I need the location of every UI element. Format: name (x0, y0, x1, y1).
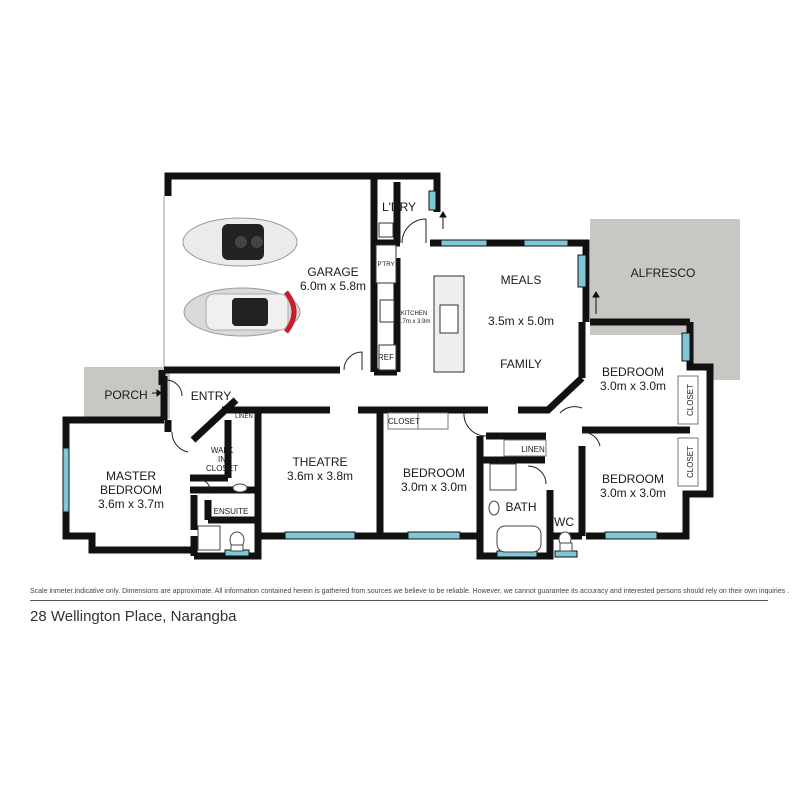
pantry-label: P'TRY (377, 262, 394, 268)
bedroom-mid-size: 3.0m x 3.0m (401, 480, 467, 494)
sliding-door-arrows (152, 211, 600, 397)
garage-size: 6.0m x 5.8m (300, 279, 366, 293)
theatre-label: THEATRE (292, 455, 347, 469)
linen-small-label: LINEN (235, 414, 253, 420)
entry-label: ENTRY (191, 389, 231, 403)
wic-label-2: IN (218, 455, 226, 464)
wc-label: WC (554, 515, 574, 529)
master-label-2: BEDROOM (100, 483, 162, 497)
alfresco-area (590, 219, 740, 380)
closet-mid-label: CLOSET (388, 417, 420, 426)
windows (62, 190, 691, 558)
bedroom-mid-label: BEDROOM (403, 466, 465, 480)
bedroom-top-size: 3.0m x 3.0m (600, 379, 666, 393)
closet-rails (387, 375, 699, 487)
garage-label: GARAGE (307, 265, 358, 279)
car-hatchback (183, 287, 301, 337)
ensuite-label: ENSUITE (214, 507, 249, 516)
meals-label: MEALS (501, 273, 542, 287)
laundry-label: L'DRY (382, 200, 416, 214)
porch-label: PORCH (104, 388, 147, 402)
disclaimer-text: Scale inmeter.Indicative only. Dimension… (30, 588, 790, 595)
closet-bottom-label: CLOSET (686, 446, 695, 478)
property-address: 28 Wellington Place, Narangba (30, 608, 237, 625)
kitchen-fixtures (375, 222, 465, 373)
family-label: FAMILY (500, 357, 542, 371)
car-convertible (182, 217, 298, 267)
bedroom-bottom-label: BEDROOM (602, 472, 664, 486)
kitchen-size: 2.7m x 3.9m (397, 319, 430, 325)
bathroom-fixtures (197, 463, 573, 553)
door-swings (165, 218, 601, 491)
closet-top-label: CLOSET (686, 384, 695, 416)
kitchen-label: KITCHEN (401, 311, 427, 317)
meals-size: 3.5m x 5.0m (488, 314, 554, 328)
bath-label: BATH (505, 500, 536, 514)
bedroom-bottom-size: 3.0m x 3.0m (600, 486, 666, 500)
master-size: 3.6m x 3.7m (98, 497, 164, 511)
alfresco-label: ALFRESCO (631, 266, 696, 280)
wic-label-3: CLOSET (206, 464, 238, 473)
divider-line (30, 600, 768, 601)
theatre-size: 3.6m x 3.8m (287, 469, 353, 483)
ref-label: REF (378, 353, 394, 362)
bedroom-top-label: BEDROOM (602, 365, 664, 379)
wic-label: WALK (211, 446, 234, 455)
linen-label: LINEN (521, 445, 545, 454)
master-label: MASTER (106, 469, 156, 483)
